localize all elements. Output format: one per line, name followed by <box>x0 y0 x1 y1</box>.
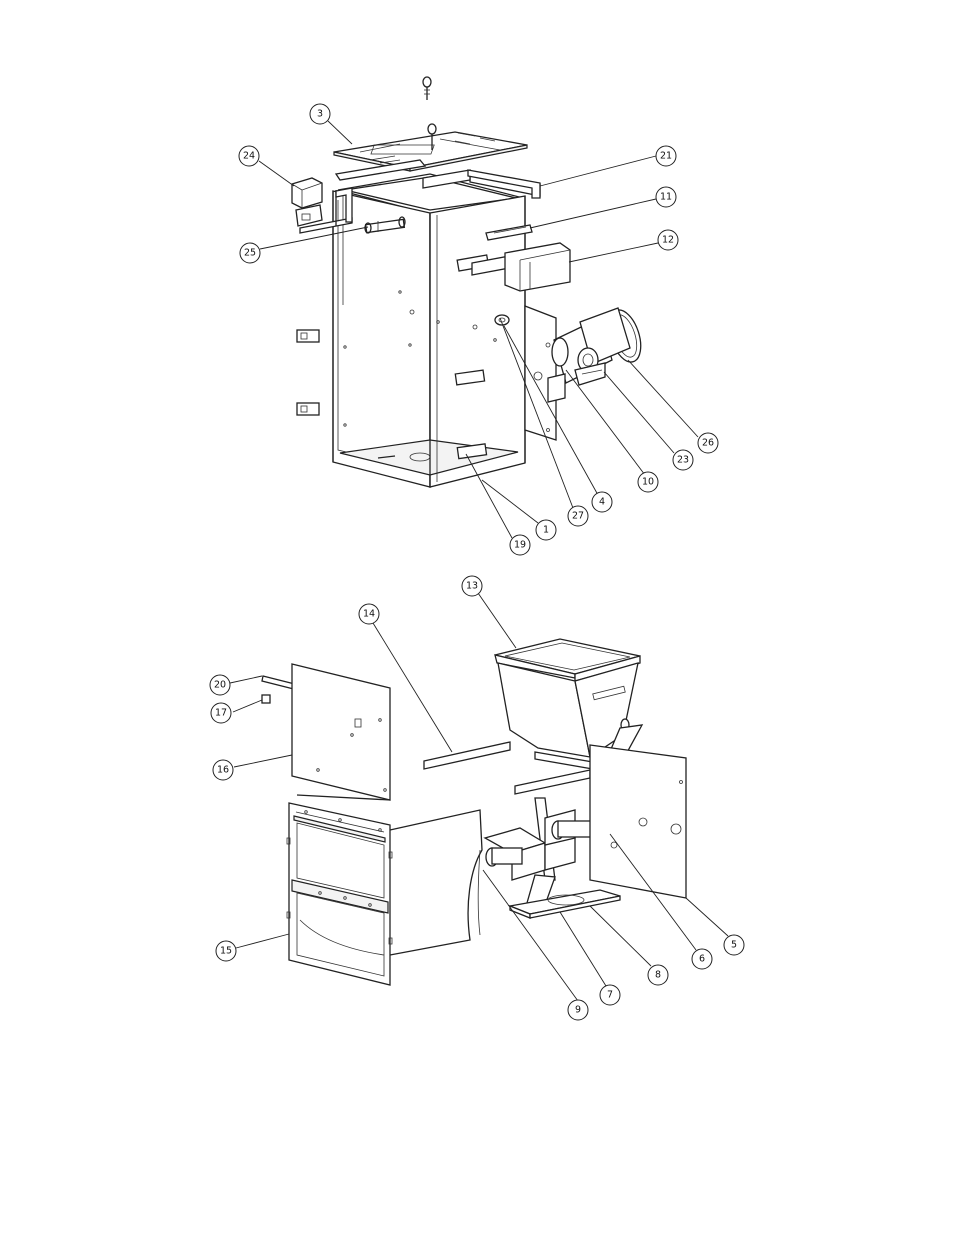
callout-8: 8 <box>648 965 668 985</box>
callout-25: 25 <box>240 243 260 263</box>
gear-motor <box>548 306 647 402</box>
svg-text:12: 12 <box>662 235 674 246</box>
svg-text:26: 26 <box>702 438 714 449</box>
svg-text:4: 4 <box>599 497 605 508</box>
callout-20: 20 <box>210 675 230 695</box>
svg-text:27: 27 <box>572 511 584 522</box>
svg-text:23: 23 <box>677 455 689 466</box>
callout-4: 4 <box>592 492 612 512</box>
top-plate <box>334 124 527 171</box>
main-housing-box <box>333 174 525 487</box>
callout-23: 23 <box>673 450 693 470</box>
svg-text:13: 13 <box>466 581 478 592</box>
support-bar <box>424 742 510 769</box>
svg-text:9: 9 <box>575 1005 581 1016</box>
eye-bolt-top <box>423 77 431 100</box>
svg-text:17: 17 <box>215 708 227 719</box>
svg-text:8: 8 <box>655 970 661 981</box>
small-clip <box>262 695 270 703</box>
svg-text:14: 14 <box>363 609 375 620</box>
callout-10: 10 <box>638 472 658 492</box>
svg-text:3: 3 <box>317 109 323 120</box>
svg-text:24: 24 <box>243 151 255 162</box>
top-assembly <box>259 77 698 538</box>
bottom-assembly <box>230 593 728 1001</box>
callout-5: 5 <box>724 935 744 955</box>
svg-text:25: 25 <box>244 248 256 259</box>
callout-17: 17 <box>211 703 231 723</box>
side-plate <box>590 745 686 898</box>
callout-26: 26 <box>698 433 718 453</box>
callout-6: 6 <box>692 949 712 969</box>
callout-21: 21 <box>656 146 676 166</box>
callout-19: 19 <box>510 535 530 555</box>
callout-11: 11 <box>656 187 676 207</box>
callout-16: 16 <box>213 760 233 780</box>
svg-text:7: 7 <box>607 990 613 1001</box>
front-panel <box>292 664 390 800</box>
callout-12: 12 <box>658 230 678 250</box>
clips-left <box>297 330 319 415</box>
callout-14: 14 <box>359 604 379 624</box>
callout-13: 13 <box>462 576 482 596</box>
callout-27: 27 <box>568 506 588 526</box>
base-plate <box>510 890 620 918</box>
svg-text:21: 21 <box>660 151 672 162</box>
callout-7: 7 <box>600 985 620 1005</box>
callout-9: 9 <box>568 1000 588 1020</box>
callout-1: 1 <box>536 520 556 540</box>
svg-text:10: 10 <box>642 477 654 488</box>
svg-text:20: 20 <box>214 680 226 691</box>
svg-text:16: 16 <box>217 765 229 776</box>
svg-text:15: 15 <box>220 946 232 957</box>
svg-text:1: 1 <box>543 525 549 536</box>
svg-text:5: 5 <box>731 940 737 951</box>
svg-text:19: 19 <box>514 540 526 551</box>
svg-text:11: 11 <box>660 192 672 203</box>
door-frame <box>287 803 392 985</box>
callout-3: 3 <box>310 104 330 124</box>
svg-text:6: 6 <box>699 954 705 965</box>
callout-15: 15 <box>216 941 236 961</box>
callout-24: 24 <box>239 146 259 166</box>
